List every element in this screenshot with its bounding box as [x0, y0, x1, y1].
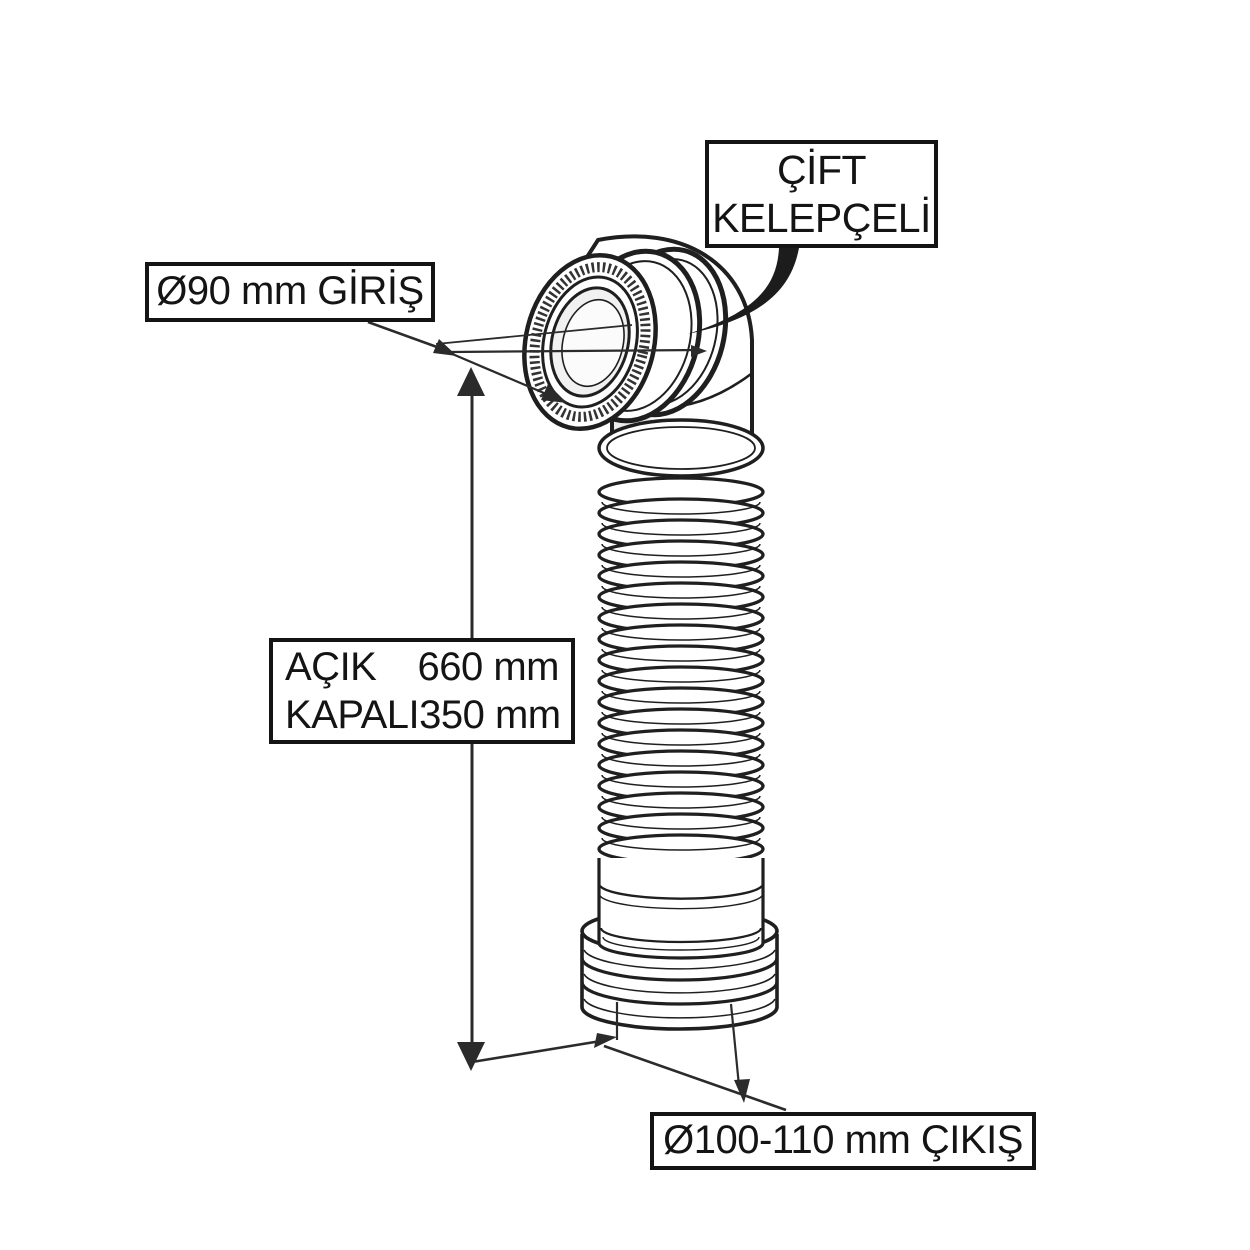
- lower-collar-ridge-thin: [599, 895, 763, 910]
- inlet-diameter-line-2: [449, 351, 559, 401]
- collar-ring-inner-line: [606, 426, 756, 470]
- inlet-extension-line: [435, 324, 633, 345]
- hose-end-ring-line-thin: [602, 936, 760, 951]
- lower-collar-ridge: [599, 885, 763, 900]
- outlet-leader-line: [603, 1044, 787, 1112]
- socket-knurled-band: [529, 262, 651, 422]
- closed-length-row: KAPALI 350 mm: [285, 691, 561, 739]
- inlet-diameter-line: [449, 348, 701, 354]
- hose-rib-thin-line: [601, 585, 761, 599]
- bottom-extension-line: [471, 1038, 608, 1064]
- inlet-rim-arrow-icon: [541, 384, 567, 403]
- inlet-leader-line: [367, 320, 449, 353]
- hose-rib-thin-line: [601, 648, 761, 662]
- clamp-callout-label: ÇİFT KELEPÇELİ: [705, 140, 938, 248]
- outlet-ring-2: [580, 981, 779, 1006]
- dimension-arrow-down-icon: [457, 1042, 485, 1071]
- outlet-diameter-label: Ø100-110 mm ÇIKIŞ: [650, 1112, 1036, 1170]
- clamp-label-line2: KELEPÇELİ: [712, 195, 931, 241]
- inlet-diameter-label: Ø90 mm GİRİŞ: [145, 262, 435, 322]
- upper-collar: [597, 418, 765, 478]
- length-dimension-label: AÇIK 660 mm KAPALI 350 mm: [269, 638, 575, 744]
- hose-rib-thin-line: [601, 627, 761, 641]
- hose-rib-thin-line: [601, 774, 761, 788]
- hose-rib-thin-line: [601, 522, 761, 536]
- hose-rib-thin-line: [601, 564, 761, 578]
- closed-length-label: KAPALI: [285, 693, 420, 737]
- hose-rib-thin-line: [601, 690, 761, 704]
- hose-rib-thin-line: [601, 711, 761, 725]
- inlet-diameter-arrow-icon: [691, 345, 707, 357]
- hose-rib-thin-line: [601, 816, 761, 830]
- hose-rib-thin-line: [601, 795, 761, 809]
- hose-rib-thin-line: [601, 732, 761, 746]
- hose-end-ring-line: [599, 927, 763, 944]
- inlet-label-text: Ø90 mm GİRİŞ: [156, 269, 424, 314]
- open-length-row: AÇIK 660 mm: [285, 643, 559, 691]
- hose-rib-thin-line: [601, 501, 761, 515]
- hose-rib-thin-line: [601, 543, 761, 557]
- hose-rib-thin-line: [601, 753, 761, 767]
- clamp-label-line1: ÇİFT: [776, 146, 867, 193]
- lower-collar: [597, 858, 765, 960]
- collar-ring: [597, 418, 765, 478]
- outlet-leader-arrow-icon: [734, 1079, 750, 1103]
- flexible-hose-ribs: [597, 476, 765, 872]
- open-length-label: AÇIK: [285, 645, 377, 689]
- closed-length-value: 350 mm: [419, 693, 561, 737]
- outlet-ring-thin-2: [583, 973, 776, 994]
- clamp-callout-swoosh: [688, 248, 799, 334]
- hose-rib-thin-line: [601, 837, 761, 851]
- outlet-ring-thin-3: [583, 998, 776, 1019]
- outlet-label-text: Ø100-110 mm ÇIKIŞ: [663, 1118, 1023, 1163]
- bottom-extension-arrow-icon: [594, 1033, 617, 1048]
- outlet-drop-line-right: [729, 1003, 741, 1087]
- hose-rib-thin-line: [601, 669, 761, 683]
- outlet-ring-1: [580, 957, 779, 982]
- hose-rib-thin-line: [601, 606, 761, 620]
- outlet-ring-thin-1: [583, 949, 776, 970]
- open-length-value: 660 mm: [417, 645, 560, 689]
- dimension-arrow-up-icon: [457, 367, 485, 396]
